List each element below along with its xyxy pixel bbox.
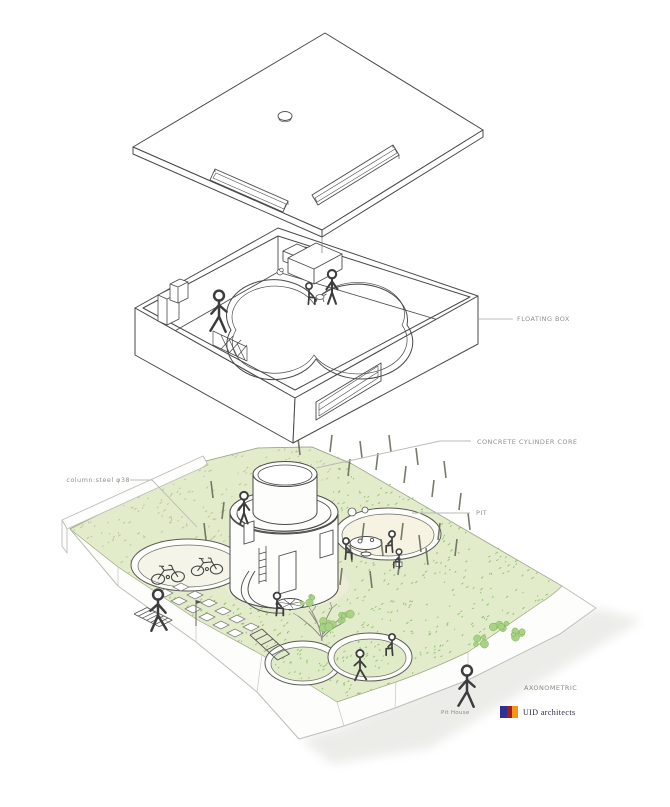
ladder (258, 546, 267, 584)
trellis-panel (212, 330, 248, 362)
window-opening (243, 520, 255, 545)
floating-box (134, 227, 479, 444)
project-name: Pit House (441, 710, 470, 716)
retaining-wall (61, 455, 209, 554)
roof-slot-rings (209, 144, 400, 213)
ground-shadow (300, 608, 642, 764)
pit-grass-texture (274, 640, 389, 680)
heart-floor-opening (226, 279, 414, 380)
garden-stair (249, 628, 290, 661)
concrete-cylinder-core (229, 461, 339, 614)
plant-pot (276, 267, 284, 276)
logo-block-blue (500, 706, 507, 718)
label-pit: PIT (476, 509, 488, 517)
firm-brand: UID architects (500, 706, 575, 718)
label-axonometric: AXONOMETRIC (524, 684, 578, 692)
label-column-steel: column:steel φ38 (66, 476, 130, 484)
table-pit (334, 506, 442, 567)
roof-top-face (132, 32, 484, 231)
leader-column-steel (130, 479, 198, 528)
leader-lines (130, 318, 513, 528)
shelf-boxes (157, 278, 189, 326)
inner-cylinder (252, 461, 318, 525)
roof-slab (132, 32, 484, 253)
planter-pot (347, 507, 357, 517)
skylight (277, 111, 293, 123)
entry-curved-wall (240, 570, 284, 614)
window-opening (319, 529, 334, 559)
planter-pot (361, 506, 369, 514)
dog (315, 293, 327, 303)
roof-edge-se (321, 129, 484, 238)
bushes (300, 594, 526, 649)
label-floating-box: FLOATING BOX (517, 315, 570, 323)
firm-name: UID architects (523, 707, 576, 717)
steel-columns (203, 434, 471, 589)
logo-block-orange (512, 706, 518, 718)
logo-block-red (507, 706, 512, 718)
leader-cylinder-core (315, 440, 471, 469)
bike-pit (130, 538, 246, 592)
uid-logo (500, 706, 518, 718)
flag-pole (195, 600, 202, 626)
slit-window (315, 362, 382, 421)
door-opening (278, 550, 297, 595)
label-concrete-cylinder-core: CONCRETE CYLINDER CORE (477, 438, 578, 446)
box-rim-inner (142, 235, 471, 391)
